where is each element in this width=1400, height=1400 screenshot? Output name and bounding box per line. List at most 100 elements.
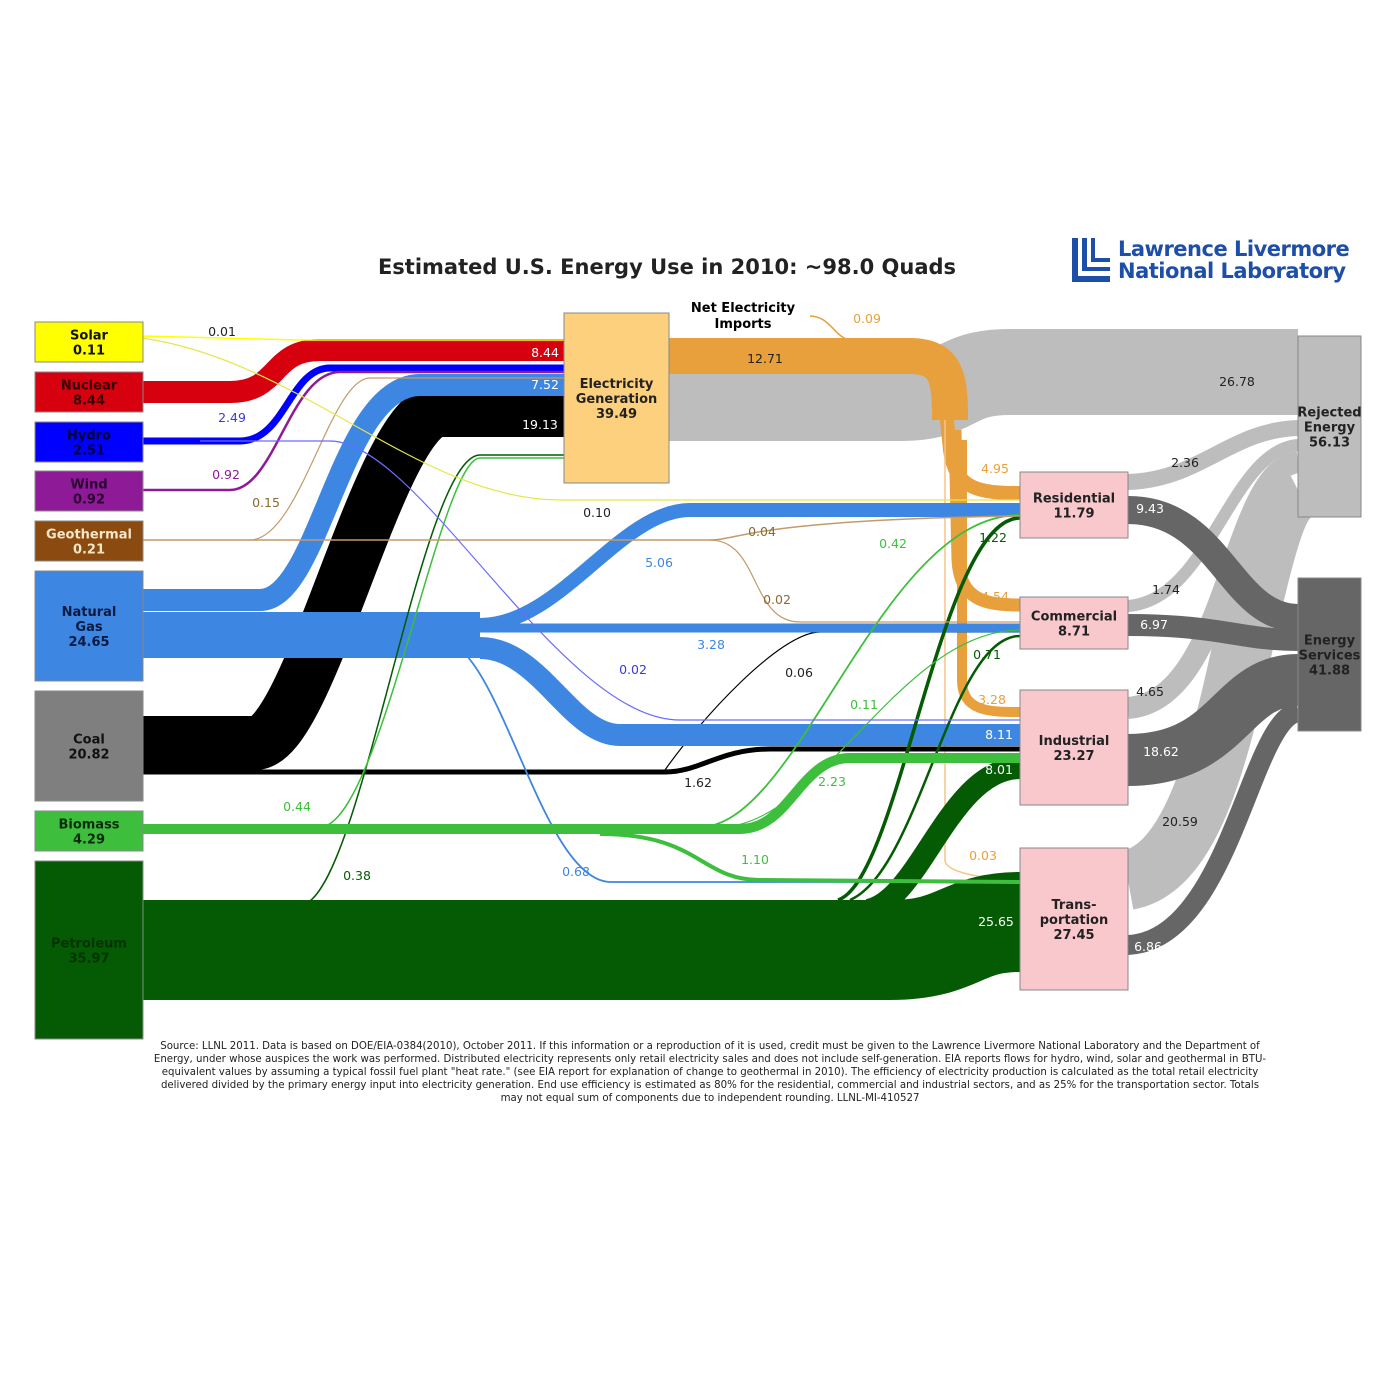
source-hydro-box [34, 421, 144, 463]
node-transportation-label: Trans- [1051, 898, 1096, 913]
source-biomass-label: 4.29 [73, 833, 105, 848]
flow-value-label: 1.74 [1152, 582, 1180, 597]
flow-value-label: 0.71 [973, 647, 1001, 662]
node-commercial-label: 8.71 [1058, 625, 1090, 640]
flow-layer [141, 315, 1317, 1000]
flow-biomass-transport [599, 832, 1021, 884]
flow-value-label: 0.09 [853, 311, 881, 326]
flow-value-label: 0.44 [283, 799, 311, 814]
flow-geothermal-electricity [249, 377, 564, 541]
flow-value-label: 8.01 [985, 762, 1013, 777]
flow-value-label: 1.22 [979, 530, 1007, 545]
flow-value-label: 2.23 [818, 774, 846, 789]
llnl-logo: Lawrence Livermore National Laboratory [1072, 238, 1350, 283]
node-electricity-label: Generation [576, 392, 658, 407]
node-services-box [1297, 577, 1362, 732]
flow-value-label: 0.06 [785, 665, 813, 680]
flow-petroleum-electricity [142, 454, 564, 906]
node-rejected-label: Energy [1304, 421, 1356, 436]
node-electricity-label: Electricity [580, 377, 654, 392]
flow-value-label: 4.65 [1136, 684, 1164, 699]
logo-line2: National Laboratory [1118, 259, 1346, 283]
source-coal-label: Coal [73, 733, 105, 748]
flow-value-label: 18.62 [1143, 744, 1179, 759]
source-petroleum-label: 35.97 [68, 952, 109, 967]
flow-value-label: 25.65 [978, 914, 1014, 929]
flow-solar-residential [141, 337, 1020, 501]
flow-value-label: 5.06 [645, 555, 673, 570]
flow-residential-rejected [1127, 420, 1299, 490]
flow-value-label: 0.68 [562, 864, 590, 879]
source-solar-label: 0.11 [73, 344, 105, 359]
flow-biomass-main [142, 753, 1020, 834]
flow-petroleum-residential [837, 516, 1021, 902]
node-services-label: Services [1299, 649, 1361, 664]
flow-value-label: 3.28 [697, 637, 725, 652]
source-hydro-label: Hydro [67, 429, 111, 444]
flow-value-label: 0.02 [619, 662, 647, 677]
source-geothermal-box [34, 520, 144, 562]
flow-value-label: 1.62 [684, 775, 712, 790]
net-imports-label: Net Electricity Imports [691, 301, 796, 332]
flow-wind-electricity [142, 370, 564, 492]
node-boxes: ElectricityGeneration39.49Residential11.… [563, 312, 1362, 991]
flow-value-label: 0.03 [969, 848, 997, 863]
node-residential-label: 11.79 [1053, 507, 1094, 522]
flow-industrial-services [1126, 654, 1300, 786]
flow-gas-transport [439, 639, 1020, 883]
node-electricity-label: 39.49 [596, 407, 637, 422]
flow-biomass-residential [699, 514, 1021, 828]
source-solar-box [34, 321, 144, 363]
flow-coal-industrial [142, 746, 1020, 775]
node-transportation-box [1019, 847, 1129, 991]
source-wind-label: 0.92 [73, 493, 105, 508]
source-footnote: Source: LLNL 2011. Data is based on DOE/… [153, 1041, 1267, 1104]
flow-value-label: 26.78 [1219, 374, 1255, 389]
node-rejected-label: Rejected [1297, 406, 1361, 421]
flow-value-label: 2.49 [218, 410, 246, 425]
imports-label-line1: Net Electricity [691, 301, 796, 316]
flow-value-label: 0.04 [748, 524, 776, 539]
flow-gas-electricity [142, 374, 564, 611]
source-geothermal-label: 0.21 [73, 543, 105, 558]
node-commercial-box [1019, 596, 1129, 650]
flow-value-label: 0.10 [583, 505, 611, 520]
flow-value-label: 0.42 [879, 536, 907, 551]
flow-value-label: 3.28 [978, 692, 1006, 707]
flow-electricity-rejected [668, 329, 1298, 441]
source-hydro-label: 2.51 [73, 444, 105, 459]
node-industrial-box [1019, 689, 1129, 806]
source-solar-label: Solar [70, 329, 109, 344]
flow-residential-services [1127, 496, 1300, 632]
node-residential-box [1019, 471, 1129, 539]
flow-hydro-electricity [142, 364, 564, 445]
node-rejected-label: 56.13 [1309, 436, 1350, 451]
node-transportation-label: portation [1040, 913, 1109, 928]
flow-hydro-industrial [200, 440, 1020, 721]
flow-value-label: 7.52 [531, 377, 559, 392]
flow-value-label: 2.36 [1171, 455, 1199, 470]
node-rejected-box [1297, 335, 1362, 518]
flow-value-label: 20.59 [1162, 814, 1198, 829]
node-commercial-label: Commercial [1031, 610, 1117, 625]
source-nuclear-label: 8.44 [73, 394, 105, 409]
diagram-title: Estimated U.S. Energy Use in 2010: ~98.0… [378, 255, 956, 279]
flow-value-label: 6.86 [1134, 939, 1162, 954]
flow-coal-commercial [664, 631, 1020, 771]
source-natural-gas-label: Gas [75, 620, 102, 635]
source-coal-label: 20.82 [68, 748, 109, 763]
source-natural-gas-label: Natural [62, 605, 117, 620]
flow-value-label: 0.11 [850, 697, 878, 712]
source-biomass-box [34, 810, 144, 852]
